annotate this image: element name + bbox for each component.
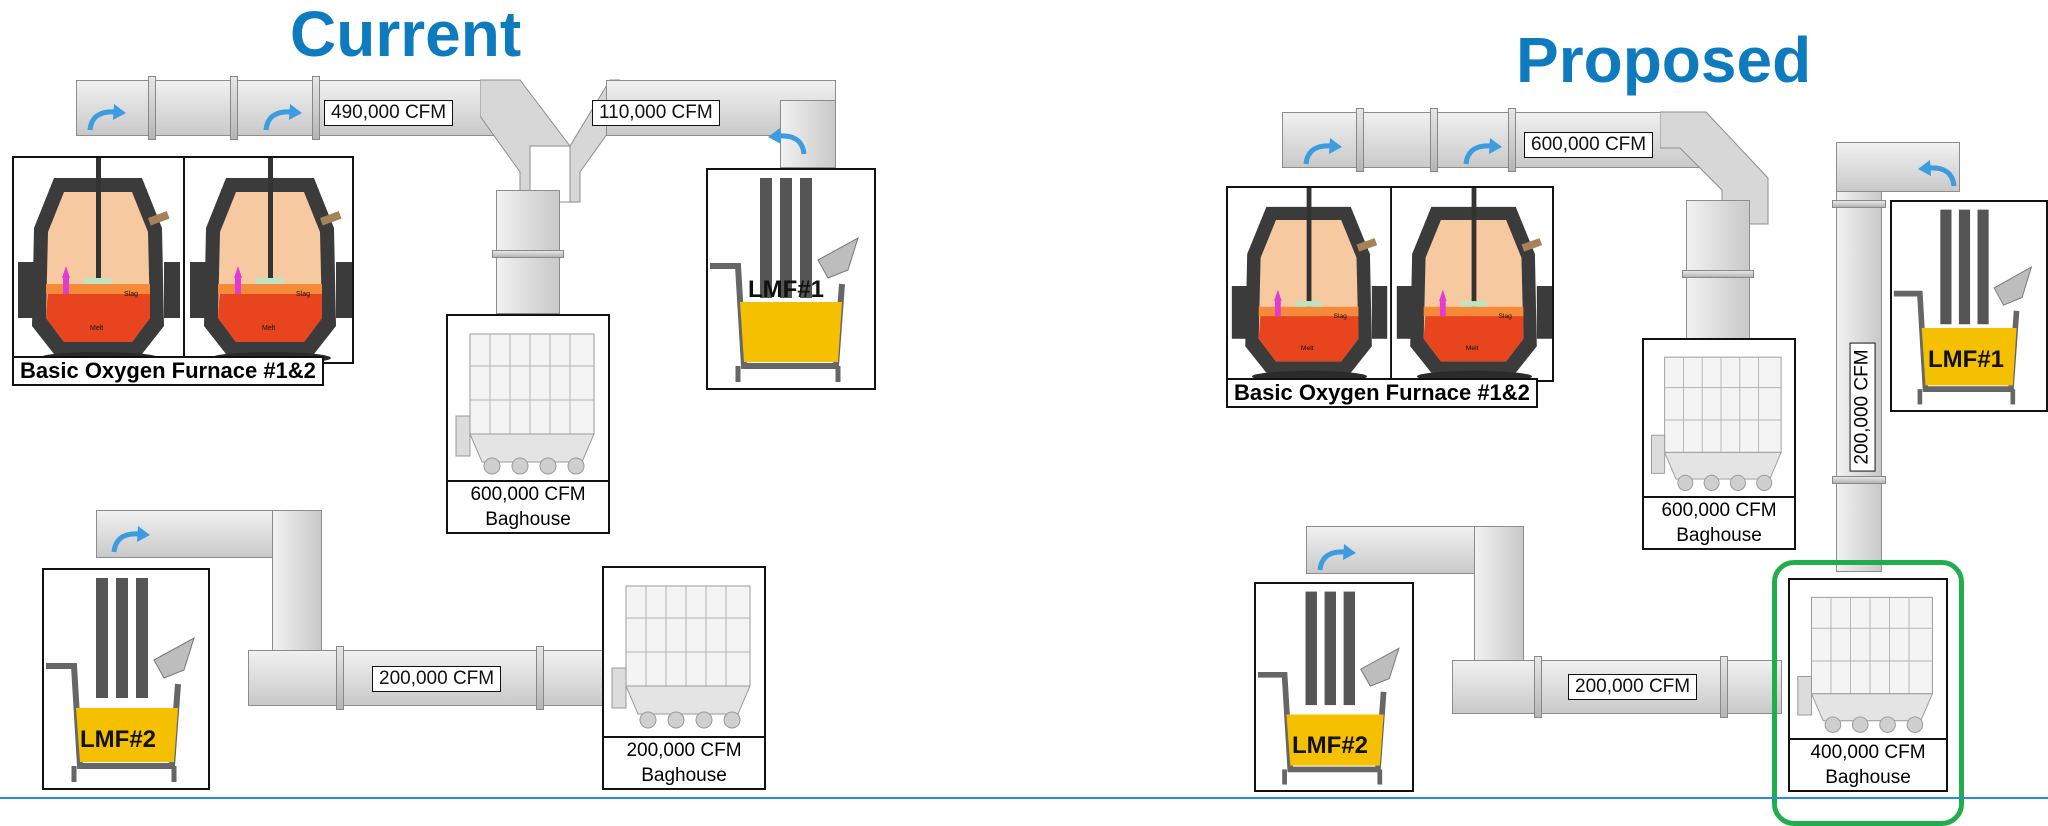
duct-flange <box>1430 108 1438 172</box>
duct-proposed-lmf1-top <box>1836 142 1960 192</box>
baghouse-name: Baghouse <box>1825 767 1911 788</box>
duct-flange <box>1508 108 1516 172</box>
duct-y-junction <box>480 79 620 203</box>
duct-flange <box>536 646 544 710</box>
proposed-baghouse2-image <box>1788 578 1948 740</box>
duct-lmf2-vertical <box>272 510 322 672</box>
proposed-bof-furnaces-panel: Slag Melt Slag Melt <box>1226 186 1554 382</box>
duct-label-lmf1: 110,000 CFM <box>592 100 720 126</box>
duct-flange <box>1832 476 1886 484</box>
svg-text:Slag: Slag <box>124 291 138 298</box>
duct-label-proposed-lmf2: 200,000 CFM <box>1568 674 1698 700</box>
current-lmf1-panel: LMF#1 <box>706 168 876 390</box>
title-proposed: Proposed <box>1516 24 1812 96</box>
duct-proposed-lmf2-vertical <box>1474 526 1524 676</box>
duct-flange <box>230 76 238 140</box>
furnace-illustration-icon: Slag Melt Slag Melt <box>14 158 352 362</box>
ladle-furnace-icon <box>46 578 195 782</box>
proposed-lmf2-label: LMF#2 <box>1292 732 1369 759</box>
current-furnace-label: Basic Oxygen Furnace #1&2 <box>12 356 324 386</box>
baghouse-icon <box>1651 356 1782 491</box>
duct-flange <box>1534 656 1542 718</box>
duct-flange <box>312 76 320 140</box>
duct-flange <box>1720 656 1728 718</box>
flow-arrow-icon <box>111 526 150 553</box>
ladle-furnace-icon <box>1257 591 1400 785</box>
duct-label-proposed-lmf1-vertical: 200,000 CFM <box>1849 342 1876 472</box>
flow-arrow-icon <box>1918 160 1957 187</box>
bottom-divider <box>0 797 2048 799</box>
current-baghouse2-caption: 200,000 CFM Baghouse <box>602 736 766 790</box>
duct-label-lmf2: 200,000 CFM <box>372 666 502 692</box>
svg-text:Slag: Slag <box>1498 313 1512 320</box>
duct-flange <box>1682 270 1754 278</box>
svg-text:Slag: Slag <box>1333 313 1347 320</box>
baghouse-cfm: 600,000 CFM <box>1661 500 1777 521</box>
duct-flange <box>492 250 564 258</box>
current-lmf2-panel: LMF#2 <box>42 568 210 790</box>
current-baghouse2-image <box>602 566 766 738</box>
furnace-illustration-icon: Slag Melt Slag Melt <box>1231 188 1552 380</box>
duct-flange <box>1356 108 1364 172</box>
flow-arrow-icon <box>768 128 807 155</box>
ladle-furnace-icon <box>1893 209 2033 405</box>
baghouse-name: Baghouse <box>641 765 727 786</box>
current-baghouse1-caption: 600,000 CFM Baghouse <box>446 480 610 534</box>
proposed-furnace-label: Basic Oxygen Furnace #1&2 <box>1226 378 1538 408</box>
svg-text:Melt: Melt <box>1466 345 1479 352</box>
baghouse-icon <box>1797 596 1934 733</box>
svg-text:Slag: Slag <box>296 291 310 298</box>
flow-arrow-icon <box>1317 544 1356 571</box>
current-lmf1-label: LMF#1 <box>748 276 825 303</box>
current-bof-furnaces-panel: Slag Melt Slag Melt <box>12 156 354 364</box>
proposed-lmf2-panel: LMF#2 <box>1254 582 1414 792</box>
baghouse-name: Baghouse <box>485 509 571 530</box>
duct-label-bof: 490,000 CFM <box>324 100 454 126</box>
flow-arrow-icon <box>263 104 302 131</box>
duct-flange <box>1832 200 1886 208</box>
proposed-baghouse2-highlight <box>1772 560 1964 826</box>
baghouse-cfm: 600,000 CFM <box>470 484 586 505</box>
baghouse-cfm: 200,000 CFM <box>626 740 742 761</box>
proposed-baghouse2-caption: 400,000 CFM Baghouse <box>1788 738 1948 792</box>
proposed-baghouse1-caption: 600,000 CFM Baghouse <box>1642 496 1796 550</box>
duct-flange <box>336 646 344 710</box>
proposed-lmf1-panel: LMF#1 <box>1890 200 2048 412</box>
duct-flange <box>148 76 156 140</box>
ladle-furnace-icon <box>710 178 859 382</box>
current-baghouse1-image <box>446 314 610 482</box>
title-current: Current <box>290 0 522 70</box>
baghouse-icon <box>455 333 595 475</box>
baghouse-icon <box>611 585 751 729</box>
svg-text:Melt: Melt <box>1301 345 1314 352</box>
proposed-baghouse1-image <box>1642 338 1796 498</box>
baghouse-cfm: 400,000 CFM <box>1810 742 1926 763</box>
duct-label-proposed-bof: 600,000 CFM <box>1524 132 1654 158</box>
svg-text:Melt: Melt <box>262 325 275 332</box>
flow-arrow-icon <box>1463 138 1502 165</box>
proposed-lmf1-label: LMF#1 <box>1928 346 2005 373</box>
current-lmf2-label: LMF#2 <box>80 726 157 753</box>
baghouse-name: Baghouse <box>1676 525 1762 546</box>
svg-text:Melt: Melt <box>90 325 103 332</box>
flow-arrow-icon <box>1303 138 1342 165</box>
flow-arrow-icon <box>87 104 126 131</box>
